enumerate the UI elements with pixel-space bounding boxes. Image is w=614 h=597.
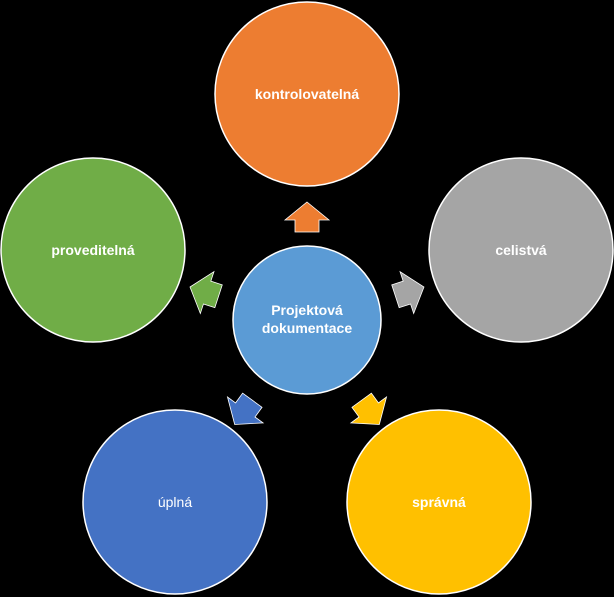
center-node: Projektová dokumentace <box>232 245 382 395</box>
node-spravna: správná <box>346 409 532 595</box>
node-label-spravna: správná <box>412 494 466 510</box>
node-label-uplna: úplná <box>158 494 192 510</box>
node-label-proveditelna: proveditelná <box>51 242 134 258</box>
node-proveditelna: proveditelná <box>0 157 186 343</box>
node-label-celistva: celistvá <box>495 242 547 258</box>
node-uplna: úplná <box>82 409 268 595</box>
node-celistva: celistvá <box>428 157 614 343</box>
arrow-to-uplna <box>226 392 265 425</box>
arrow-to-proveditelna <box>189 270 223 315</box>
node-kontrolovatelna: kontrolovatelná <box>214 1 400 187</box>
arrow-to-spravna <box>349 392 388 425</box>
center-label-line2: dokumentace <box>262 320 352 336</box>
center-label-line1: Projektová <box>271 302 343 318</box>
arrow-to-kontrolovatelna <box>283 201 331 233</box>
node-label-kontrolovatelna: kontrolovatelná <box>255 86 359 102</box>
arrow-to-celistva <box>391 270 425 315</box>
